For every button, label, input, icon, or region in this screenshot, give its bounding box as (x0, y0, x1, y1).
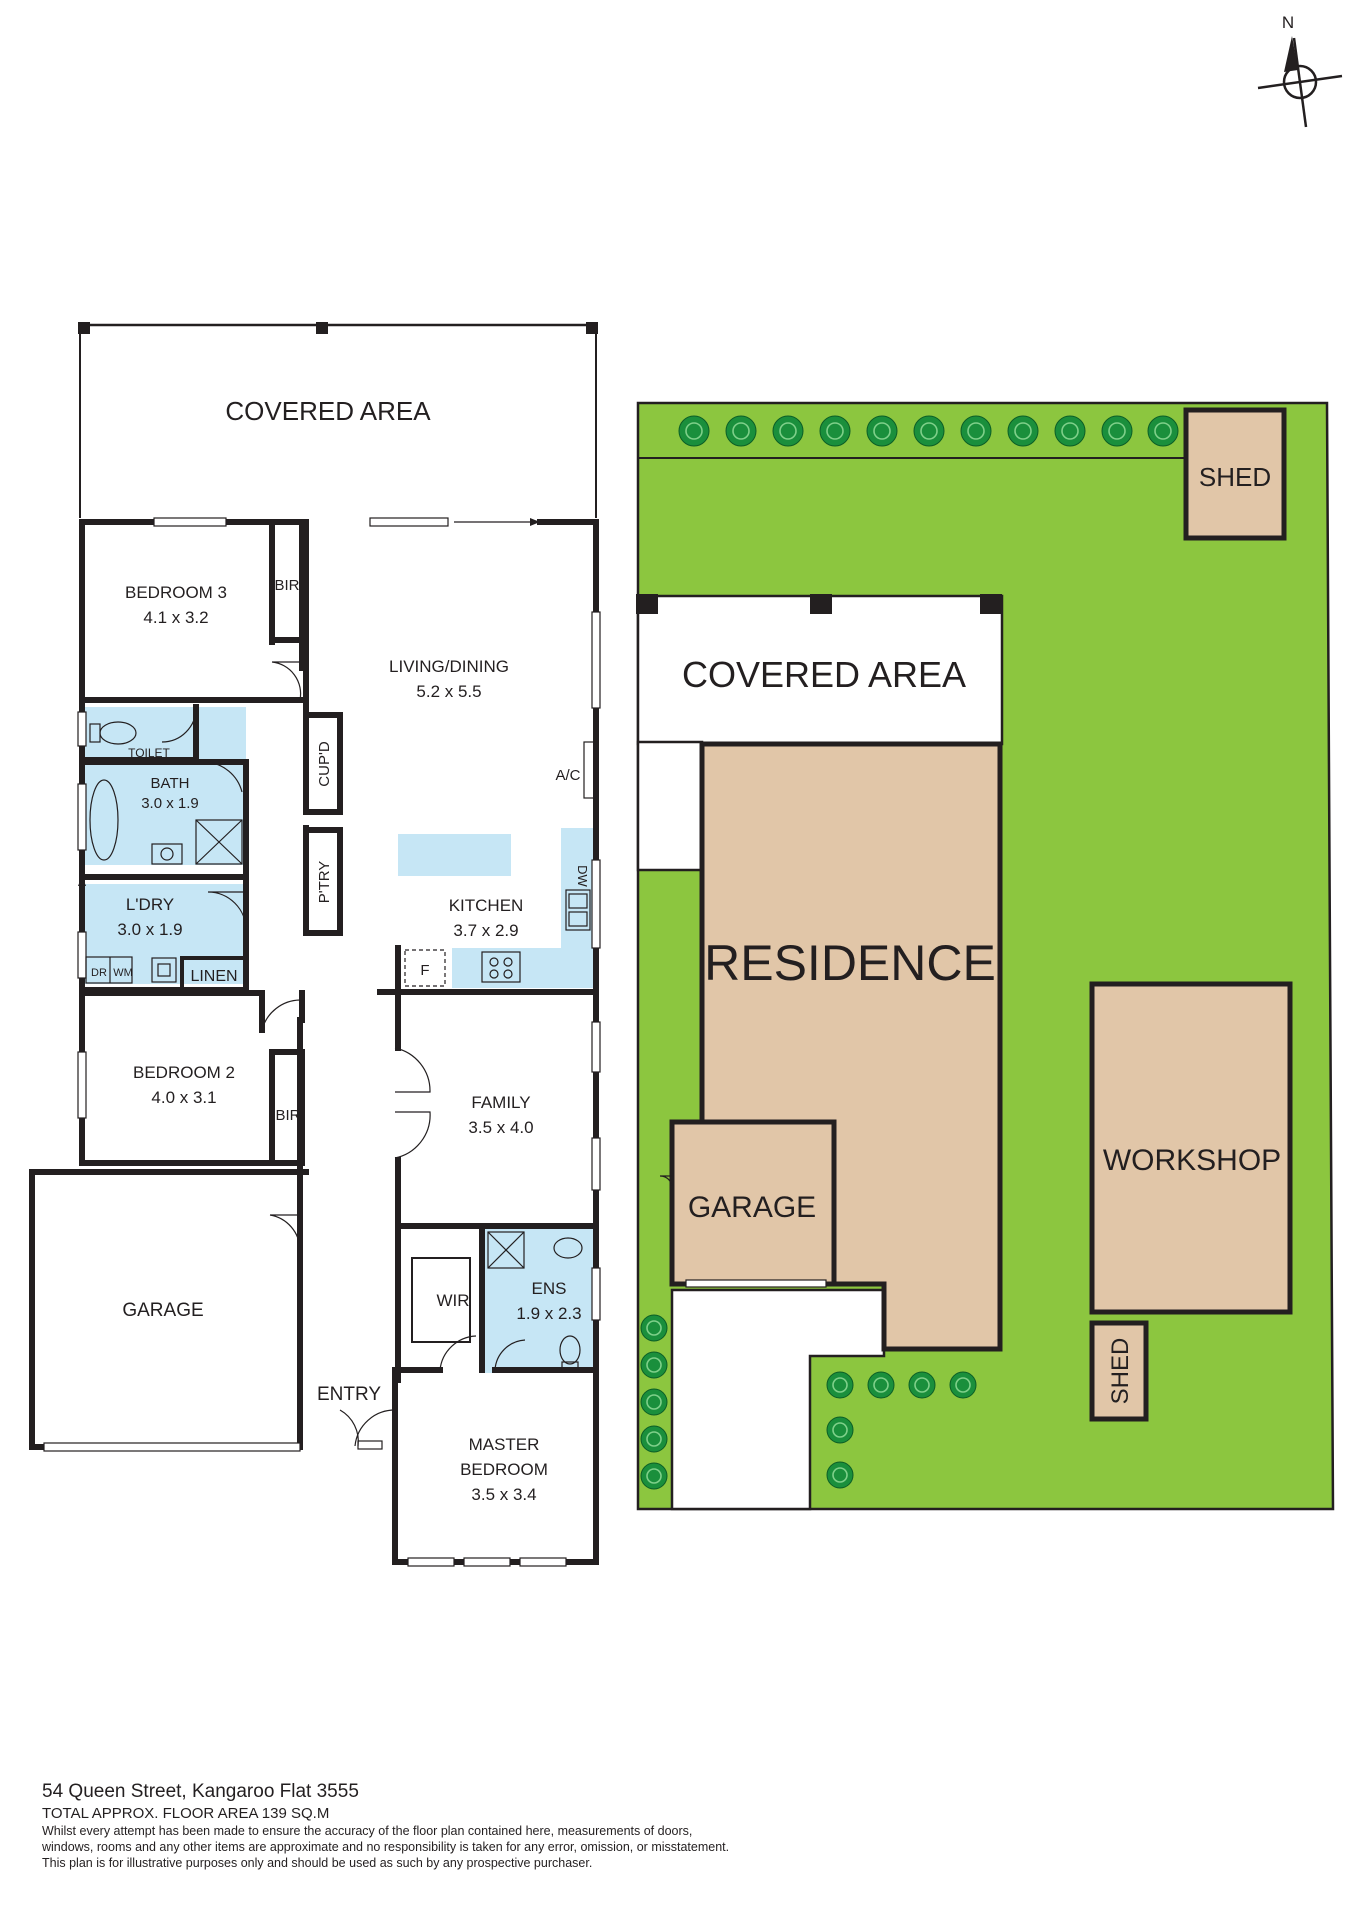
bir-label-bedroom2: BIR (275, 1107, 300, 1124)
window (77, 1051, 87, 1119)
cupboard-label: CUP'D (316, 741, 333, 787)
washing-machine-label: WM (113, 967, 133, 979)
bath-dims: 3.0 x 1.9 (141, 795, 199, 812)
window (519, 1557, 567, 1567)
site-shed-top-label: SHED (1199, 462, 1271, 492)
laundry-dims: 3.0 x 1.9 (117, 920, 182, 939)
entry-label: ENTRY (317, 1384, 381, 1405)
tree-icons (640, 415, 1179, 1490)
family-dims: 3.5 x 4.0 (468, 1118, 533, 1137)
bedroom3-label: BEDROOM 3 (125, 583, 227, 602)
site-covered-area (636, 594, 1004, 746)
site-workshop-label: WORKSHOP (1103, 1144, 1281, 1177)
north-label: N (1282, 13, 1294, 32)
disclaimer-line-2: windows, rooms and any other items are a… (42, 1840, 730, 1854)
garage-door (43, 1442, 301, 1452)
ac-label: A/C (555, 767, 580, 784)
bedroom2-label: BEDROOM 2 (133, 1063, 235, 1082)
wet-area-ensuite (485, 1227, 597, 1373)
living-dining-dims: 5.2 x 5.5 (416, 682, 481, 701)
dryer-label: DR (91, 967, 107, 979)
ensuite-label: ENS (532, 1279, 567, 1298)
master-bedroom-line2: BEDROOM (460, 1460, 548, 1479)
family-label: FAMILY (471, 1093, 530, 1112)
kitchen-bench-front (452, 948, 596, 988)
site-residence-label: RESIDENCE (704, 935, 996, 991)
north-compass-icon: N (1257, 13, 1343, 128)
kitchen-dims: 3.7 x 2.9 (453, 921, 518, 940)
door-threshold (357, 1440, 383, 1450)
window (591, 1267, 601, 1321)
master-bedroom-line1: MASTER (469, 1435, 540, 1454)
site-plan: SHED COVERED AREA RESIDENCE WORKSHOP GAR… (636, 401, 1335, 1511)
site-garage-label: GARAGE (688, 1191, 816, 1224)
window (369, 517, 449, 527)
living-dining-label: LIVING/DINING (389, 657, 509, 676)
site-covered-area-label: COVERED AREA (682, 654, 966, 695)
bath-label: BATH (151, 775, 190, 792)
property-address: 54 Queen Street, Kangaroo Flat 3555 (42, 1781, 359, 1802)
shed-building-small (1089, 1320, 1149, 1422)
bedroom2-dims: 4.0 x 3.1 (151, 1088, 216, 1107)
window (153, 517, 227, 527)
disclaimer-line-1: Whilst every attempt has been made to en… (42, 1824, 693, 1838)
workshop-building (1089, 981, 1293, 1315)
window (77, 783, 87, 851)
kitchen-island (398, 834, 511, 876)
window (463, 1557, 511, 1567)
laundry-label: L'DRY (126, 895, 174, 914)
fridge-label: F (420, 962, 429, 979)
shed-building-top (1183, 407, 1287, 541)
wir-label: WIR (436, 1291, 469, 1310)
window (591, 1021, 601, 1073)
window (591, 611, 601, 709)
window (407, 1557, 455, 1567)
kitchen-bench-side (561, 828, 597, 948)
window (591, 859, 601, 949)
ensuite-dims: 1.9 x 2.3 (516, 1304, 581, 1323)
site-shed-small-label: SHED (1107, 1338, 1134, 1405)
linen-label: LINEN (190, 968, 237, 985)
floor-plan: COVERED AREA BEDROOM 3 4.1 x 3.2 BIR LIV… (29, 322, 601, 1567)
covered-area-label: COVERED AREA (225, 396, 431, 426)
pantry-label: P'TRY (316, 861, 333, 904)
bedroom3-dims: 4.1 x 3.2 (143, 608, 208, 627)
window (77, 711, 87, 747)
toilet-label: TOILET (128, 746, 170, 760)
bir-label-bedroom3: BIR (274, 577, 299, 594)
wet-area-laundry (84, 884, 246, 984)
kitchen-label: KITCHEN (449, 896, 524, 915)
garage-label: GARAGE (122, 1300, 203, 1321)
footer: 54 Queen Street, Kangaroo Flat 3555 TOTA… (42, 1780, 1042, 1871)
total-floor-area: TOTAL APPROX. FLOOR AREA 139 SQ.M (42, 1805, 330, 1822)
dishwasher-label: DW (575, 865, 590, 887)
disclaimer-line-3: This plan is for illustrative purposes o… (42, 1856, 593, 1870)
master-bedroom-dims: 3.5 x 3.4 (471, 1485, 536, 1504)
window (591, 1137, 601, 1191)
window (77, 931, 87, 979)
